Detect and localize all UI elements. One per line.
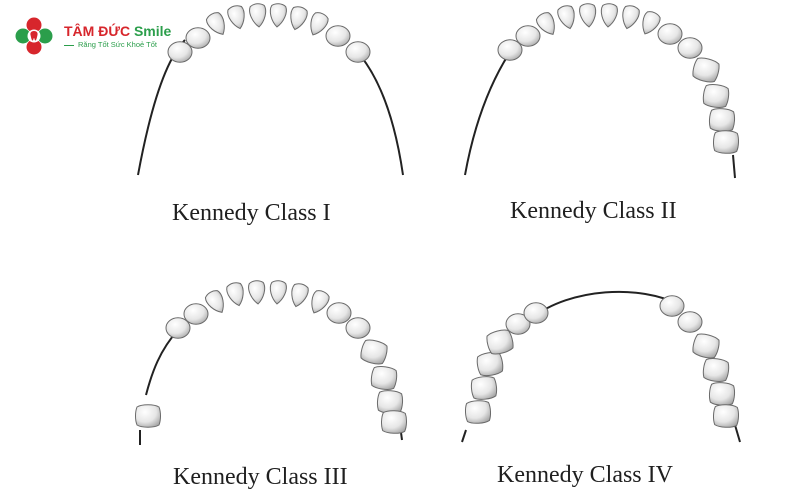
front-tooth: [291, 283, 309, 308]
front-tooth: [311, 290, 330, 314]
front-tooth: [535, 12, 555, 35]
molar-tooth: [702, 358, 730, 382]
front-tooth: [205, 12, 225, 35]
dental-arch-class-2: [497, 3, 739, 154]
premolar-tooth: [657, 23, 683, 45]
molar-tooth: [476, 351, 504, 377]
molar-tooth: [464, 400, 492, 424]
brand-name-part1: TÂM ĐỨC: [64, 23, 131, 39]
premolar-tooth: [677, 37, 703, 59]
premolar-tooth: [183, 303, 209, 325]
molar-tooth: [708, 382, 736, 406]
premolar-tooth: [167, 41, 193, 63]
front-tooth: [579, 3, 597, 28]
molar-tooth: [370, 366, 398, 390]
caption-class-2: Kennedy Class II: [510, 198, 677, 224]
caption-class-4: Kennedy Class IV: [497, 462, 673, 488]
front-tooth: [642, 11, 661, 35]
front-tooth: [226, 282, 244, 307]
front-tooth: [622, 5, 640, 30]
premolar-tooth: [659, 295, 685, 317]
arch-line: [734, 424, 741, 443]
arch-line: [145, 329, 179, 396]
premolar-tooth: [185, 27, 211, 49]
premolar-tooth: [677, 311, 703, 333]
front-tooth: [557, 5, 575, 30]
molar-tooth: [708, 108, 736, 132]
front-tooth: [290, 6, 308, 31]
molar-tooth: [713, 130, 739, 154]
front-tooth: [269, 280, 287, 305]
premolar-tooth: [515, 25, 541, 47]
premolar-tooth: [165, 317, 191, 339]
dental-arch-class-4: [464, 295, 739, 428]
front-tooth: [310, 12, 329, 36]
arch-line: [464, 51, 511, 176]
premolar-tooth: [326, 302, 352, 324]
premolar-tooth: [325, 25, 351, 47]
front-tooth: [249, 3, 267, 28]
molar-tooth: [360, 339, 388, 365]
molar-tooth: [713, 404, 739, 428]
arch-line: [359, 54, 404, 176]
flower-logo-icon: [15, 17, 53, 55]
molar-tooth: [692, 57, 720, 83]
molar-tooth: [135, 404, 161, 428]
molar-tooth: [702, 84, 730, 108]
premolar-tooth: [497, 39, 523, 61]
premolar-tooth: [523, 302, 549, 324]
premolar-tooth: [345, 317, 371, 339]
brand-tagline: Răng Tốt Sức Khoẻ Tốt: [64, 41, 171, 49]
brand-name-part2: Smile: [133, 23, 172, 39]
molar-tooth: [381, 410, 407, 434]
front-tooth: [248, 280, 266, 305]
front-tooth: [227, 5, 245, 30]
front-tooth: [600, 3, 618, 28]
molar-tooth: [692, 333, 720, 359]
caption-class-3: Kennedy Class III: [173, 464, 348, 490]
front-tooth: [204, 290, 224, 313]
molar-tooth: [486, 329, 514, 355]
brand-name: TÂM ĐỨC Smile: [64, 24, 171, 38]
dental-arch-class-1: [167, 3, 371, 63]
arch-line: [461, 429, 467, 443]
molar-tooth: [470, 376, 498, 400]
caption-class-1: Kennedy Class I: [172, 200, 331, 226]
dental-arch-class-3: [135, 280, 407, 434]
premolar-tooth: [345, 41, 371, 63]
arch-line: [531, 290, 681, 319]
arch-line: [732, 154, 736, 179]
front-tooth: [269, 3, 287, 28]
brand-logo: TÂM ĐỨC Smile Răng Tốt Sức Khoẻ Tốt: [14, 16, 214, 60]
premolar-tooth: [505, 313, 531, 335]
